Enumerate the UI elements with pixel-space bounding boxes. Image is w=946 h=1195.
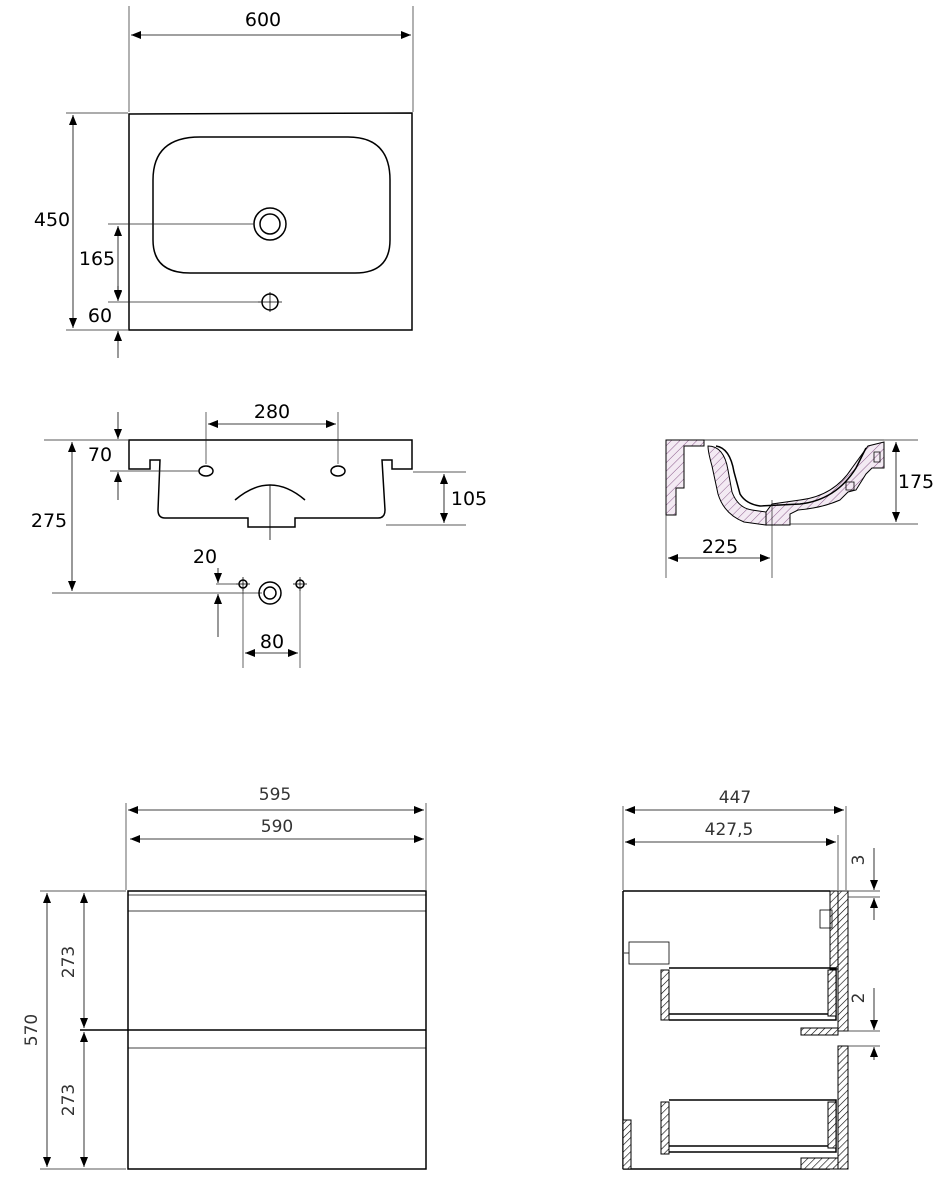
dimension-section-height: 175 [898, 471, 934, 493]
basin-top-view: 600 450 165 60 [34, 6, 414, 358]
dimension-cabinet-outer-width: 595 [259, 785, 291, 805]
basin-front-view: 280 70 105 275 [31, 401, 487, 594]
tap-hole-icon [253, 207, 287, 241]
dimension-drawer-top-height: 273 [59, 946, 79, 978]
dimension-cabinet-height: 570 [22, 1014, 42, 1046]
cabinet-side-view: 447 427,5 3 2 [622, 788, 880, 1170]
dimension-side-mid-gap: 2 [849, 993, 869, 1004]
dimension-fixing-vertical: 20 [193, 546, 217, 568]
dimension-top-depth: 450 [34, 209, 70, 231]
dimension-waste-height: 275 [31, 510, 67, 532]
basin-section-view: 175 225 [665, 439, 934, 578]
dimension-side-outer-depth: 447 [719, 788, 751, 808]
dimension-side-inner-depth: 427,5 [705, 820, 754, 840]
dimension-fixing-spacing: 80 [260, 631, 284, 653]
dimension-drawer-bottom-height: 273 [59, 1084, 79, 1116]
cabinet-front-view: 595 590 570 273 273 [22, 785, 427, 1170]
dimension-side-top-gap: 3 [849, 855, 869, 866]
dimension-tap-offset: 165 [79, 248, 115, 270]
fixing-points-view: 20 80 [193, 546, 307, 668]
dimension-cabinet-inner-width: 590 [261, 817, 293, 837]
dimension-front-rim-height: 70 [88, 444, 112, 466]
dimension-waste-distance: 225 [702, 536, 738, 558]
dimension-overflow-offset: 60 [88, 305, 112, 327]
dimension-top-width: 600 [245, 9, 281, 31]
dimension-bowl-depth: 105 [451, 488, 487, 510]
dimension-tap-spacing: 280 [254, 401, 290, 423]
